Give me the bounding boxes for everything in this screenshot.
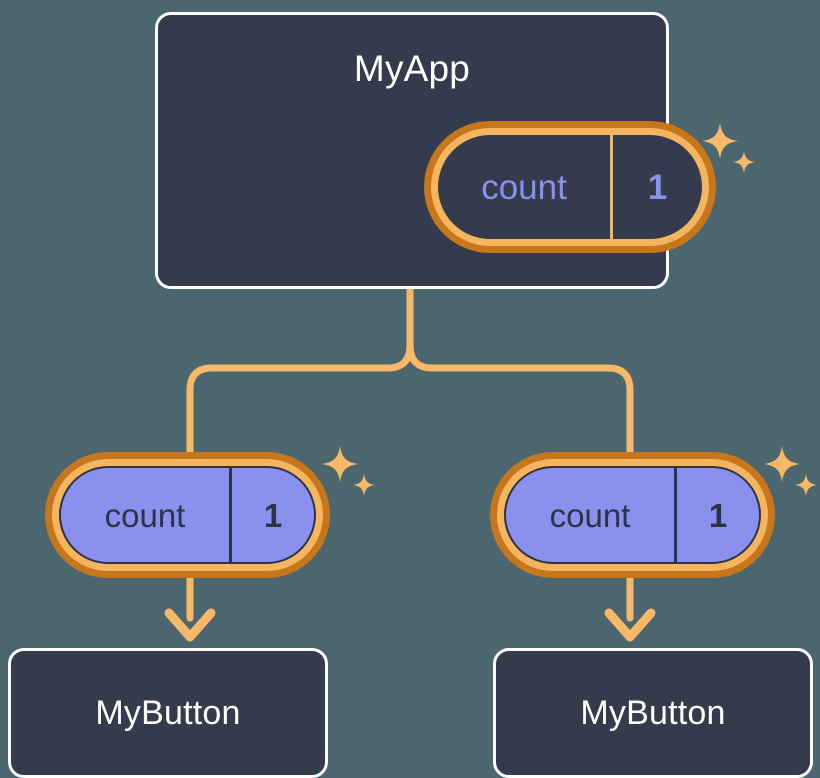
state-value: 1 (229, 468, 314, 562)
component-title: MyApp (353, 48, 471, 89)
state-value: 1 (674, 468, 759, 562)
state-pill-body: count 1 (59, 466, 316, 564)
state-pill-inner-ring: count 1 (52, 459, 323, 571)
state-pill-body: count 1 (504, 466, 761, 564)
arrow-down-icon-right (604, 608, 656, 642)
state-value: 1 (610, 135, 702, 239)
state-pill-myapp[interactable]: count 1 (424, 121, 716, 253)
component-card-myapp[interactable]: MyApp count 1 (155, 12, 755, 289)
state-pill-body: count 1 (438, 135, 702, 239)
component-title: MyButton (95, 694, 241, 732)
component-card-mybutton-left[interactable]: MyButton (8, 648, 328, 778)
state-pill-child-right[interactable]: count 1 (490, 452, 775, 578)
state-pill-child-left[interactable]: count 1 (45, 452, 330, 578)
tree-branch-connector (186, 285, 634, 456)
state-pill-inner-ring: count 1 (497, 459, 768, 571)
state-key: count (104, 496, 186, 534)
state-key: count (481, 167, 567, 207)
component-title: MyButton (580, 694, 726, 732)
arrow-down-icon-left (164, 608, 216, 642)
state-pill-inner-ring: count 1 (431, 128, 709, 246)
state-key: count (549, 496, 631, 534)
component-card-mybutton-right[interactable]: MyButton (493, 648, 813, 778)
